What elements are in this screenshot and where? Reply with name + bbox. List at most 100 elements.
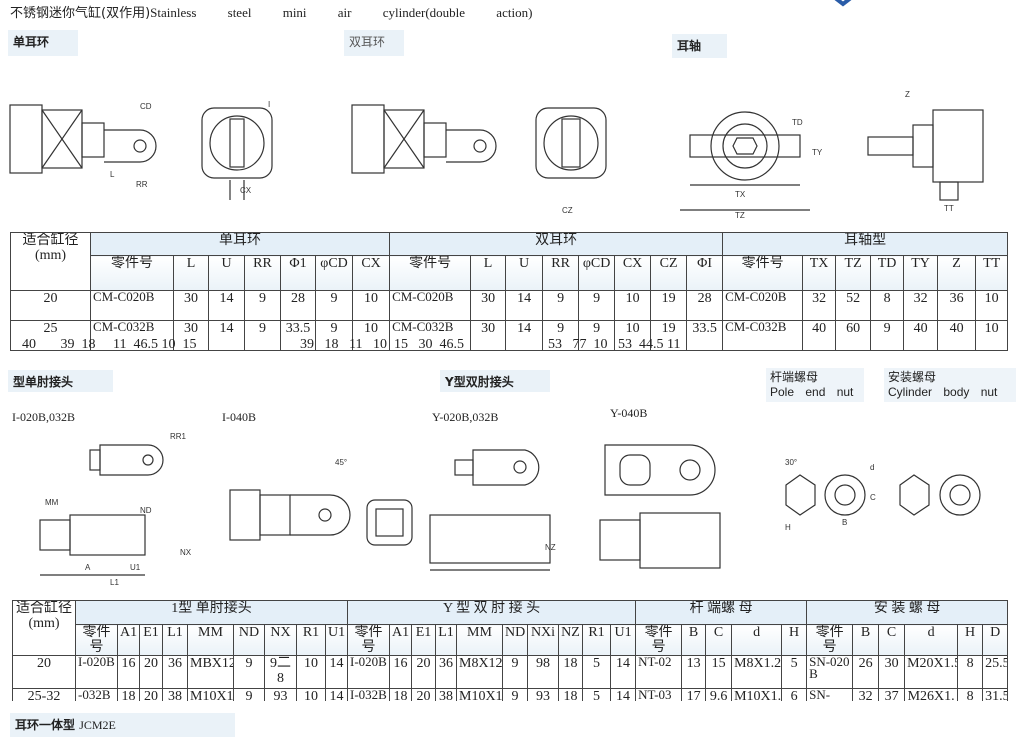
table-cell: 6 xyxy=(781,688,808,701)
column-header: TT xyxy=(975,255,1009,291)
table-cell: 28 xyxy=(280,290,316,321)
table-cell: M20X1.5 xyxy=(904,655,959,689)
table-cell: 30 xyxy=(878,655,906,689)
table-cell: 9 xyxy=(502,655,528,689)
label-i-small: I-020B,032B xyxy=(12,410,75,424)
column-header: φCD xyxy=(315,255,353,291)
bore-cell: 25-32 xyxy=(12,688,76,701)
table-cell: 9 xyxy=(315,320,353,351)
column-header: CX xyxy=(351,255,391,291)
group-header: 耳轴型 xyxy=(722,232,1009,256)
table-cell: 10 xyxy=(351,290,391,321)
table-cell: CM-C020B xyxy=(722,290,804,321)
bore-cell: 25 xyxy=(10,320,91,351)
column-header: C xyxy=(878,624,906,656)
label-h: H xyxy=(785,523,791,532)
label-i: I xyxy=(268,100,270,109)
group-header: 杆 端螺 母 xyxy=(635,600,808,625)
table-cell: 9 xyxy=(542,320,580,351)
table-cell: 8 xyxy=(957,655,984,689)
table-cell: 14 xyxy=(208,320,245,351)
column-header: MM xyxy=(456,624,503,656)
label-c: C xyxy=(870,493,876,502)
label-u1: U1 xyxy=(130,563,141,572)
section-trunnion: 耳轴 xyxy=(672,34,727,58)
table-cell: CM-C020B xyxy=(389,290,472,321)
column-header: E1 xyxy=(411,624,436,656)
title-en: Stainless steel mini air cylinder(double… xyxy=(150,5,533,20)
body-nut-cn: 安装螺母 xyxy=(888,370,937,384)
label-rr: RR xyxy=(136,180,148,189)
table-cell: MBX125 xyxy=(187,655,234,689)
bore-cell: 20 xyxy=(12,655,76,689)
label-cx: CX xyxy=(240,186,252,195)
table-cell: 93 xyxy=(527,688,559,701)
label-d: d xyxy=(870,463,874,472)
table-cell: I-020B xyxy=(347,655,390,689)
column-header: 零件号 xyxy=(722,255,804,291)
table-cell: 20 xyxy=(411,688,436,701)
column-header: C xyxy=(705,624,733,656)
table-cell: 19 xyxy=(650,320,688,351)
section-i-joint: 型单肘接头 xyxy=(8,370,113,392)
label-45deg: 45° xyxy=(335,458,347,467)
group-header: 安 装 螺 母 xyxy=(806,600,1009,625)
table-cell: 30 xyxy=(470,320,507,351)
table-cell: M26X1. xyxy=(904,688,959,701)
table-cell: 36 xyxy=(937,290,977,321)
column-header: 零件号 xyxy=(635,624,683,656)
column-header: ND xyxy=(233,624,265,656)
table-cell: 9二8 xyxy=(264,655,297,689)
table-cell: 14 xyxy=(325,655,348,689)
column-header: RR xyxy=(542,255,580,291)
column-header: Φ1 xyxy=(280,255,316,291)
column-header: d xyxy=(904,624,959,656)
table-cell: 32 xyxy=(903,290,939,321)
group-header: 单耳环 xyxy=(89,232,391,256)
label-l1: L1 xyxy=(110,578,119,587)
label-tx: TX xyxy=(735,190,746,199)
table-cell: 30 xyxy=(173,320,209,351)
table-cell: 5 xyxy=(582,688,611,701)
table-cell: -032B xyxy=(75,688,118,701)
table-cell: 20 xyxy=(139,655,163,689)
column-header: 零件号 xyxy=(347,624,390,656)
column-header: B xyxy=(852,624,880,656)
label-ty: TY xyxy=(812,148,823,157)
label-l: L xyxy=(110,170,115,179)
table-cell: 40 xyxy=(802,320,837,351)
table-cell: 33.5 xyxy=(280,320,316,351)
label-nz: NZ xyxy=(545,543,556,552)
table-cell: 9 xyxy=(578,290,616,321)
column-header: L1 xyxy=(162,624,188,656)
table-cell: 33.5 xyxy=(686,320,724,351)
label-z: Z xyxy=(905,90,910,99)
table-cell: 30 xyxy=(173,290,209,321)
table-cell: 19 xyxy=(650,290,688,321)
table-cell: 13 xyxy=(681,655,707,689)
table-cell: 9 xyxy=(870,320,905,351)
table-cell: 14 xyxy=(325,688,348,701)
table-cell: 36 xyxy=(162,655,188,689)
column-header: L1 xyxy=(435,624,457,656)
section-y-joint: Y型双肘接头 xyxy=(440,370,550,392)
column-header: TX xyxy=(802,255,837,291)
section-integrated: 耳环一体型 JCM2E xyxy=(10,713,235,737)
label-rr1: RR1 xyxy=(170,432,187,441)
brand-logo xyxy=(834,0,852,7)
table-cell: 26 xyxy=(852,655,880,689)
integrated-model: JCM2E xyxy=(79,718,116,732)
column-header: CX xyxy=(614,255,652,291)
label-b: B xyxy=(842,518,847,527)
group-header: 1型 单肘接头 xyxy=(75,600,348,625)
table-cell: 10 xyxy=(975,320,1009,351)
label-nd: ND xyxy=(140,506,152,515)
column-header: R1 xyxy=(582,624,611,656)
table-cell: 14 xyxy=(208,290,245,321)
table-cell: 25.5 xyxy=(982,655,1009,689)
overflow-values-4: 53 77 10 53 44.5 11 xyxy=(548,337,681,352)
table-cell: 40 xyxy=(937,320,977,351)
group-header: 双耳环 xyxy=(389,232,724,256)
